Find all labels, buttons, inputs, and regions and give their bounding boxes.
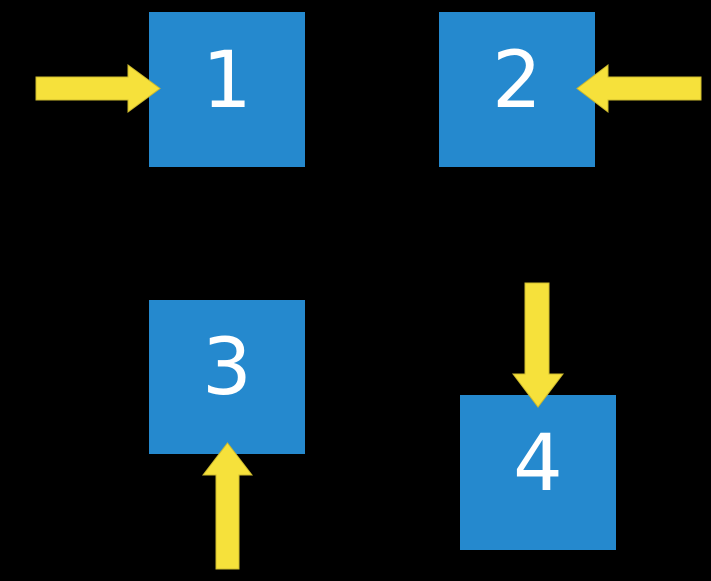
square-2-label: 2 (492, 35, 542, 126)
square-2[interactable]: 2 (439, 12, 595, 167)
square-3[interactable]: 3 (149, 300, 305, 454)
arrow-left-icon (576, 63, 702, 114)
square-1[interactable]: 1 (149, 12, 305, 167)
square-3-label: 3 (202, 323, 252, 413)
arrow-right-icon (35, 64, 161, 113)
square-4-label: 4 (513, 418, 563, 509)
square-4[interactable]: 4 (460, 395, 616, 550)
arrow-up-icon (201, 442, 254, 570)
square-1-label: 1 (202, 35, 252, 126)
arrow-down-icon (511, 282, 565, 408)
